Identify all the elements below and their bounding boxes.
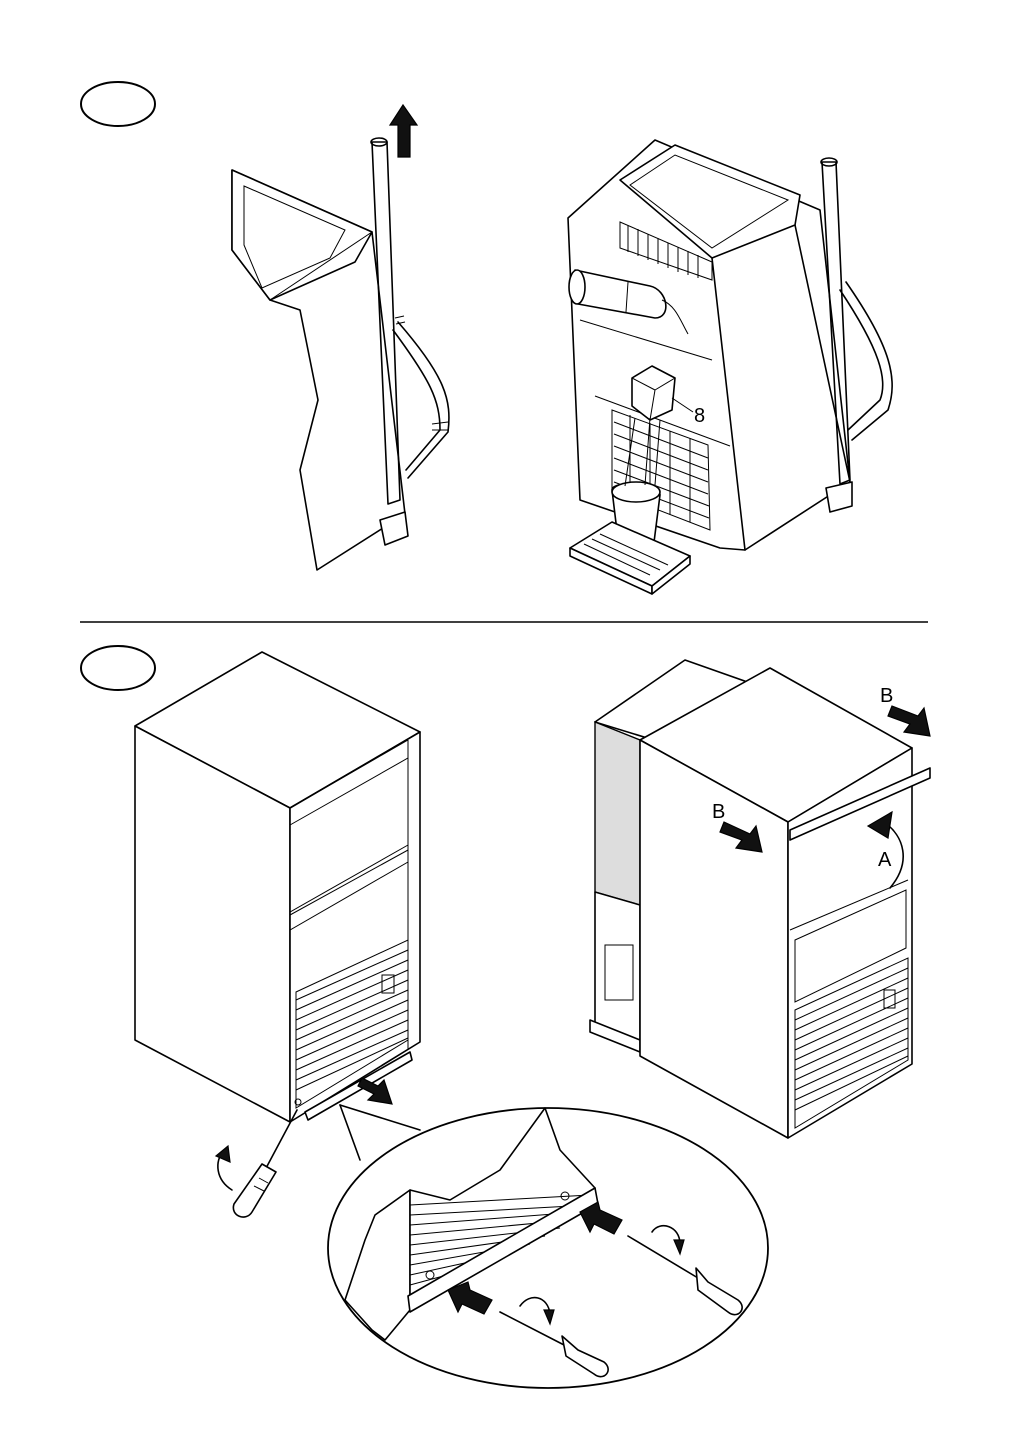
top-figure: 8 <box>81 82 892 594</box>
arrow-up-icon <box>390 105 417 157</box>
zoom-callout <box>328 1105 768 1388</box>
ice-maker-top-removed <box>590 660 930 1138</box>
screwdriver-icon <box>233 1110 297 1217</box>
step-badge-top <box>81 82 155 126</box>
insulation-panel <box>595 722 640 905</box>
arrow-right-icon <box>888 706 930 736</box>
bottom-figure: B B A <box>81 646 930 1388</box>
part-label-8: 8 <box>694 405 705 427</box>
label-b-top: B <box>880 685 893 707</box>
step-badge-bottom <box>81 646 155 690</box>
label-b-side: B <box>712 801 725 823</box>
ice-maker-side-panel <box>232 138 449 570</box>
drip-tray <box>570 522 690 594</box>
ice-maker-open-front: 8 <box>568 140 892 594</box>
ice-maker-closed <box>135 652 420 1122</box>
label-a: A <box>878 849 892 871</box>
